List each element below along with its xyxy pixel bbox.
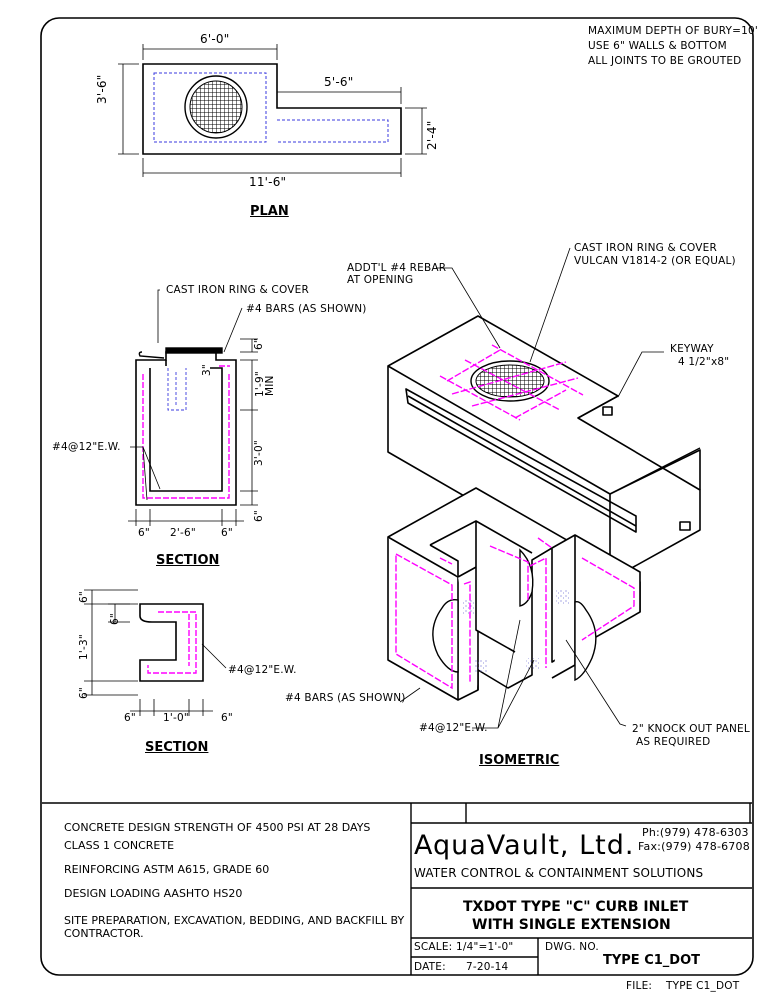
section2-dim-1-3: 1'-3" [78,634,90,660]
section1-hidden [167,368,187,411]
iso-lower-rebar [395,537,635,690]
section1-dim-b-right: 6" [221,527,233,539]
spec-note-5: SITE PREPARATION, EXCAVATION, BEDDING, A… [64,914,405,927]
general-note-2: USE 6" WALLS & BOTTOM [588,40,727,52]
section2-caption: SECTION [145,740,209,755]
section1-dim-bot6: 6" [253,510,265,522]
date-label: DATE: [414,961,446,973]
plan-caption: PLAN [250,204,289,219]
iso-stipple [462,590,570,672]
spec-note-4: DESIGN LOADING AASHTO HS20 [64,887,243,900]
section1-ring-cover-label: CAST IRON RING & COVER [166,284,309,296]
spec-note-6: CONTRACTOR. [64,927,144,940]
company-fax: Fax:(979) 478-6708 [638,840,750,853]
plan-dim-ext-right: 2'-4" [425,120,439,150]
plan-dim-height-left: 3'-6" [95,74,109,104]
dwg-no-label: DWG. NO. [545,941,599,953]
drawing-title-2: WITH SINGLE EXTENSION [472,917,671,933]
iso-cover-label-2: VULCAN V1814-2 (OR EQUAL) [574,255,736,267]
iso-grate [470,360,550,402]
plan-dim-width-top: 6'-0" [200,32,230,46]
title-block [42,802,752,975]
scale-value: 1/4"=1'-0" [456,941,514,953]
iso-upper-top [577,395,701,495]
company-phone: Ph:(979) 478-6303 [642,826,749,839]
plan-dim-ext-top: 5'-6" [324,75,354,89]
iso-keyway-label-1: KEYWAY [670,343,714,355]
spec-note-1: CONCRETE DESIGN STRENGTH OF 4500 PSI AT … [64,821,371,834]
iso-keyway-label-2: 4 1/2"x8" [678,356,730,368]
plan-dimension-lines [118,44,427,177]
general-note-1: MAXIMUM DEPTH OF BURY=10' [588,25,758,37]
iso-ew-label: #4@12"E.W. [419,722,488,734]
section1-bars-label: #4 BARS (AS SHOWN) [246,303,367,315]
section1-dim-b-left: 6" [138,527,150,539]
general-note-3: ALL JOINTS TO BE GROUTED [588,55,742,67]
file-value: TYPE C1_DOT [666,980,740,992]
iso-caption: ISOMETRIC [479,753,560,768]
plan-view [142,63,402,155]
section2-dim-bot6: 6" [78,687,90,699]
plan-hidden-lines [153,72,389,143]
file-label: FILE: [626,980,653,992]
section2-rebar [147,611,197,674]
section1-dim-min: MIN [264,375,276,396]
section2-dims [84,589,227,716]
section2-dim-inner6: 6" [109,613,121,625]
company-name: AquaVault, Ltd. [414,830,635,861]
iso-cover-label-1: CAST IRON RING & COVER [574,242,717,254]
section2-concrete [139,603,204,682]
section1-dim-top6: 6" [253,338,265,350]
section2-dim-b-mid: 1'-0" [163,712,189,724]
dwg-no-value: TYPE C1_DOT [603,953,701,968]
plan-grate [184,75,248,139]
plan-dim-overall: 11'-6" [249,175,287,189]
section1-rebar [142,365,230,499]
iso-rebar-opening [439,344,584,421]
iso-rebar-label-1: ADDT'L #4 REBAR [347,262,447,274]
drawing-title-1: TXDOT TYPE "C" CURB INLET [463,899,689,915]
section2-dim-b-left: 6" [124,712,136,724]
iso-bars-label: #4 BARS (AS SHOWN) [285,692,406,704]
section1-concrete [135,351,237,506]
spec-note-2: CLASS 1 CONCRETE [64,839,175,852]
section1-dim-3-0: 3'-0" [253,440,265,466]
company-tagline: WATER CONTROL & CONTAINMENT SOLUTIONS [414,866,704,880]
iso-leaders [399,247,664,729]
scale-label: SCALE: [414,941,453,953]
iso-knock-label-1: 2" KNOCK OUT PANEL [632,723,750,735]
iso-upper-block [387,315,701,581]
section1-caption: SECTION [156,553,220,568]
sheet-border [40,17,754,976]
section1-dim-b-mid: 2'-6" [170,527,196,539]
iso-rebar-label-2: AT OPENING [347,274,414,286]
iso-knock-label-2: AS REQUIRED [636,736,711,748]
section2-dim-b-right: 6" [221,712,233,724]
section1-ew-label: #4@12"E.W. [52,441,121,453]
section1-dims [128,289,258,526]
date-value: 7-20-14 [466,961,509,973]
section2-dim-top6: 6" [78,591,90,603]
spec-note-3: REINFORCING ASTM A615, GRADE 60 [64,863,270,876]
section1-dim-three: 3" [201,364,213,376]
section2-ew-label: #4@12"E.W. [228,664,297,676]
section1-cover [138,347,223,359]
